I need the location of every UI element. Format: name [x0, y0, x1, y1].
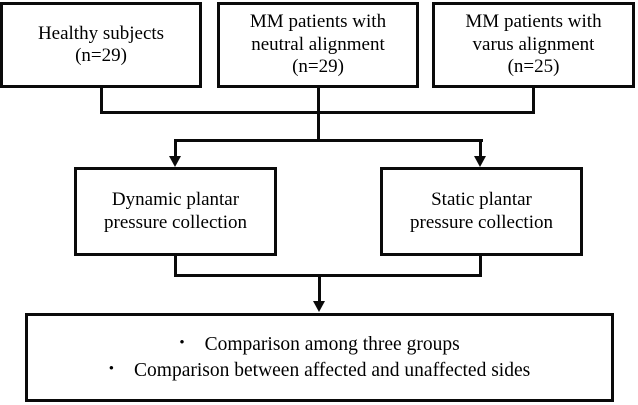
- node-static-line-1: Static plantar: [431, 189, 532, 211]
- arrow-head-outcomes: [313, 301, 325, 312]
- connector-split-bar: [174, 139, 483, 142]
- node-healthy-line-1: Healthy subjects: [37, 22, 165, 44]
- bullet-icon: •: [108, 361, 115, 377]
- connector-varus-stub: [532, 88, 535, 113]
- comparison-list: • Comparison among three groups • Compar…: [109, 333, 530, 382]
- node-mm-varus-alignment[interactable]: MM patients with varus alignment (n=25): [432, 2, 635, 88]
- connector-merge-bar-bottom: [174, 274, 482, 277]
- node-neutral-line-3: (n=29): [292, 56, 344, 78]
- node-varus-line-2: varus alignment: [472, 33, 595, 55]
- node-neutral-line-1: MM patients with: [249, 11, 387, 33]
- arrow-head-static: [474, 156, 486, 167]
- bullet-icon: •: [179, 335, 185, 351]
- comparison-item-1: Comparison among three groups: [204, 334, 460, 355]
- node-healthy-subjects[interactable]: Healthy subjects (n=29): [0, 2, 202, 88]
- node-comparisons[interactable]: • Comparison among three groups • Compar…: [25, 313, 614, 402]
- comparison-item-2: Comparison between affected and unaffect…: [134, 360, 531, 381]
- list-item: • Comparison between affected and unaffe…: [109, 359, 530, 382]
- node-neutral-line-2: neutral alignment: [251, 33, 385, 55]
- node-dynamic-line-2: pressure collection: [104, 211, 247, 233]
- connector-outcomes-drop: [318, 274, 321, 303]
- connector-dynamic-drop: [174, 139, 177, 158]
- node-healthy-line-2: (n=29): [75, 45, 127, 66]
- node-mm-neutral-alignment[interactable]: MM patients with neutral alignment (n=29…: [217, 2, 419, 88]
- list-item: • Comparison among three groups: [179, 333, 459, 356]
- node-dynamic-line-1: Dynamic plantar: [111, 189, 240, 211]
- connector-neutral-stub: [317, 88, 320, 113]
- arrow-head-dynamic: [169, 156, 181, 167]
- connector-static-stub: [479, 256, 482, 276]
- connector-static-drop: [479, 139, 482, 158]
- node-varus-line-3: (n=25): [507, 56, 560, 78]
- connector-dynamic-stub: [174, 256, 177, 276]
- node-static-plantar-pressure[interactable]: Static plantar pressure collection: [380, 167, 583, 256]
- connector-central-trunk: [317, 111, 320, 142]
- node-static-line-2: pressure collection: [410, 211, 553, 233]
- node-dynamic-plantar-pressure[interactable]: Dynamic plantar pressure collection: [74, 167, 277, 256]
- connector-healthy-stub: [100, 88, 103, 113]
- node-varus-line-1: MM patients with: [465, 11, 602, 33]
